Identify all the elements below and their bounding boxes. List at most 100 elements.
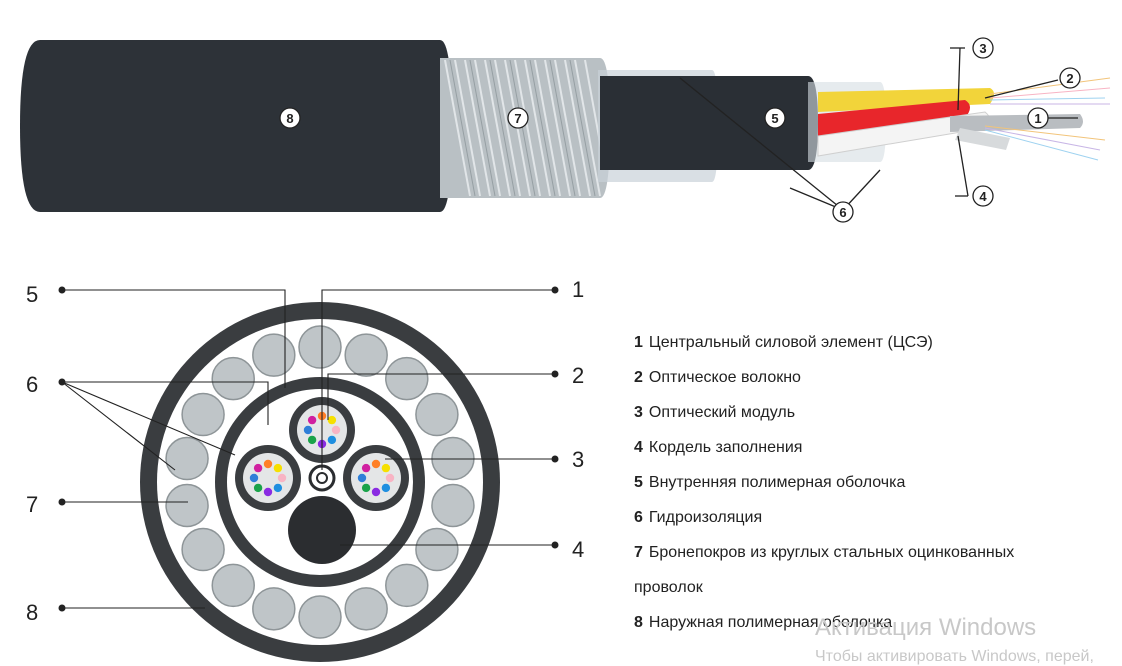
armor-wire	[415, 527, 459, 572]
armor-wire	[252, 587, 296, 631]
dot-icon	[551, 541, 559, 549]
dot-icon	[551, 370, 559, 378]
optical-fiber	[331, 425, 341, 435]
right-callout: 3	[572, 447, 584, 472]
side-callouts: 8 7 5 6 3 2 1	[279, 37, 1081, 223]
right-callout: 4	[572, 537, 584, 562]
optical-fiber	[303, 425, 313, 435]
optical-fiber	[307, 415, 317, 425]
dot-icon	[58, 498, 66, 506]
legend-text: Внутренняя полимерная оболочка	[648, 474, 906, 491]
optical-fiber	[273, 463, 283, 473]
armor-wire	[431, 483, 475, 528]
right-callout: 2	[572, 363, 584, 388]
legend-number: 1	[634, 334, 643, 351]
callout-label: 5	[771, 111, 778, 126]
legend-item: 4 Кордель заполнения	[634, 430, 1104, 465]
optical-fiber	[371, 459, 381, 469]
armor-wires	[440, 58, 610, 198]
callout-label: 6	[839, 205, 846, 220]
armor-wire-ring	[165, 325, 475, 639]
cable-cross-section: 5 6 7 8 1 2 3 4	[26, 277, 584, 662]
inner-jacket	[600, 76, 818, 170]
callout-label: 3	[979, 41, 986, 56]
callout-8-icon: 8	[279, 107, 301, 129]
optical-fiber	[307, 435, 317, 445]
windows-activation-subtitle: Чтобы активировать Windows, перей,	[815, 648, 1094, 665]
legend-number: 3	[634, 404, 643, 421]
legend-text: Гидроизоляция	[648, 509, 763, 526]
legend-text: Оптический модуль	[648, 404, 796, 421]
armor-wire	[415, 392, 459, 437]
callout-label: 8	[286, 111, 293, 126]
left-callout: 6	[26, 372, 38, 397]
optical-fiber	[327, 415, 337, 425]
optical-fiber	[263, 459, 273, 469]
optical-fiber	[381, 463, 391, 473]
optical-fiber	[253, 463, 263, 473]
optical-fiber	[361, 463, 371, 473]
cross-callout-numbers: 5 6 7 8 1 2 3 4	[26, 277, 584, 625]
armor-wire	[211, 563, 255, 608]
optical-fiber	[277, 473, 287, 483]
optical-modules	[817, 88, 1083, 157]
armor-wire	[252, 333, 296, 377]
armor-wire	[385, 356, 429, 401]
callout-label: 1	[1034, 111, 1041, 126]
dot-icon	[58, 604, 66, 612]
optical-module	[235, 445, 301, 511]
optical-fiber	[263, 487, 273, 497]
legend-number: 4	[634, 439, 643, 456]
legend-text: Кордель заполнения	[648, 439, 803, 456]
optical-fiber	[361, 483, 371, 493]
cable-side-view: 8 7 5 6 3 2 1	[20, 37, 1111, 223]
armor-wire	[165, 436, 209, 481]
optical-fiber	[385, 473, 395, 483]
right-callout: 1	[572, 277, 584, 302]
callout-label: 2	[1066, 71, 1073, 86]
optical-fiber	[327, 435, 337, 445]
callout-1-icon: 1	[1027, 107, 1049, 129]
armor-wire	[344, 333, 388, 377]
legend-number: 6	[634, 509, 643, 526]
optical-fiber	[273, 483, 283, 493]
legend-number: 2	[634, 369, 643, 386]
legend-item: 3 Оптический модуль	[634, 395, 1104, 430]
dot-icon	[551, 455, 559, 463]
left-callout: 8	[26, 600, 38, 625]
dot-icon	[58, 286, 66, 294]
armor-wire	[211, 356, 255, 401]
legend-text: Наружная полимерная оболочка	[648, 614, 893, 631]
legend-text: Бронепокров из круглых стальных оцинкова…	[634, 544, 1015, 596]
callout-label: 4	[979, 189, 987, 204]
optical-fiber	[381, 483, 391, 493]
left-callout: 7	[26, 492, 38, 517]
legend-text: Оптическое волокно	[648, 369, 801, 386]
legend-number: 5	[634, 474, 643, 491]
left-callout: 5	[26, 282, 38, 307]
filler-cord	[288, 496, 356, 564]
armor-wire	[298, 325, 342, 369]
cross-leader-lines	[61, 289, 555, 609]
legend-number: 7	[634, 544, 643, 561]
callout-6-icon: 6	[832, 201, 854, 223]
optical-fiber	[253, 483, 263, 493]
callout-label: 7	[514, 111, 521, 126]
dot-icon	[58, 378, 66, 386]
optical-fiber	[249, 473, 259, 483]
armor-wire	[344, 587, 388, 631]
cross-endpoint-dots	[58, 286, 559, 612]
legend-item: 6 Гидроизоляция	[634, 500, 1104, 535]
legend-item: 5 Внутренняя полимерная оболочка	[634, 465, 1104, 500]
armor-wire	[165, 483, 209, 528]
legend-item: 2 Оптическое волокно	[634, 360, 1104, 395]
optical-module-group	[235, 397, 409, 511]
armor-wire	[181, 392, 225, 437]
optical-module	[343, 445, 409, 511]
optical-fiber	[371, 487, 381, 497]
